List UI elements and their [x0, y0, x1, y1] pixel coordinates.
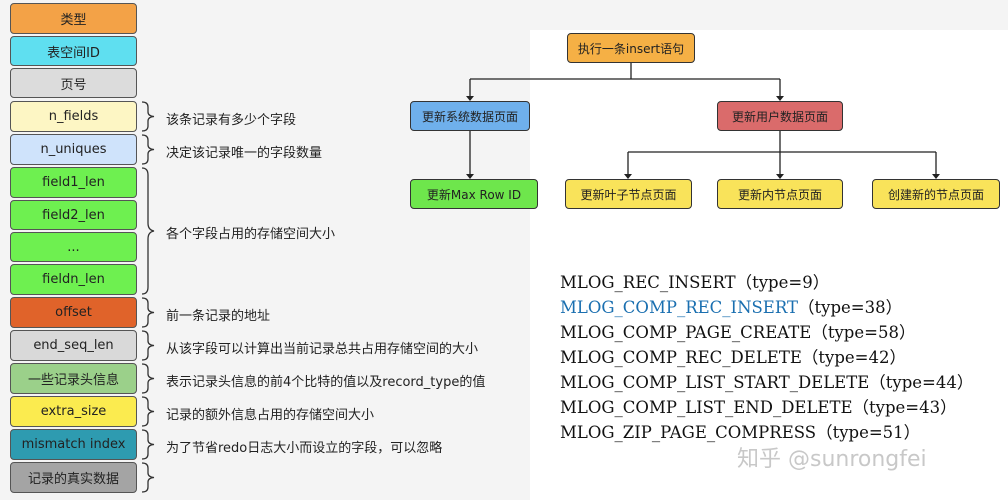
note-n-uniques: 决定该记录唯一的字段数量 [166, 146, 323, 161]
watermark: 知乎 @sunrongfei [737, 447, 927, 472]
mlog-item: MLOG_COMP_LIST_START_DELETE（type=44） [560, 370, 973, 395]
mlog-type-value: （type=44） [869, 373, 974, 392]
field-ellipsis: ... [10, 232, 137, 262]
right-panel [530, 0, 1008, 500]
brace-end-seq-len [141, 330, 155, 361]
field-page-no: 页号 [10, 68, 137, 98]
field-extra-size: extra_size [10, 396, 137, 427]
mlog-item: MLOG_COMP_LIST_END_DELETE（type=43） [560, 395, 973, 420]
brace-n-uniques [141, 134, 155, 165]
tree-node-system-page: 更新系统数据页面 [410, 101, 530, 131]
note-n-fields: 该条记录有多少个字段 [166, 113, 297, 128]
note-record-header: 表示记录头信息的前4个比特的值以及record_type的值 [166, 375, 486, 390]
note-field-lens: 各个字段占用的存储空间大小 [166, 227, 336, 242]
mlog-code: MLOG_COMP_REC_DELETE [560, 348, 802, 367]
tree-node-new-page: 创建新的节点页面 [872, 179, 1000, 209]
mlog-type-value: （type=42） [801, 348, 906, 367]
brace-record-header [141, 363, 155, 394]
brace-n-fields [141, 101, 155, 132]
mlog-item: MLOG_COMP_REC_INSERT（type=38） [560, 295, 973, 320]
mlog-type-value: （type=43） [852, 398, 957, 417]
field-fieldn-len: fieldn_len [10, 264, 137, 295]
mlog-item: MLOG_COMP_PAGE_CREATE（type=58） [560, 320, 973, 345]
brace-mismatch-index [141, 429, 155, 460]
field-space-id: 表空间ID [10, 36, 137, 66]
mlog-code: MLOG_ZIP_PAGE_COMPRESS [560, 423, 817, 442]
note-mismatch-index: 为了节省redo日志大小而设立的字段，可以忽略 [166, 441, 443, 456]
field-offset: offset [10, 297, 137, 328]
mlog-type-list: MLOG_REC_INSERT（type=9） MLOG_COMP_REC_IN… [560, 270, 973, 445]
mlog-code: MLOG_COMP_PAGE_CREATE [560, 323, 812, 342]
field-field2-len: field2_len [10, 200, 137, 230]
mlog-code: MLOG_COMP_LIST_END_DELETE [560, 398, 853, 417]
mlog-code-highlighted: MLOG_COMP_REC_INSERT [560, 298, 798, 317]
note-end-seq-len: 从该字段可以计算出当前记录总共占用存储空间的大小 [166, 342, 479, 357]
tree-node-max-row-id: 更新Max Row ID [410, 179, 538, 209]
mlog-item: MLOG_REC_INSERT（type=9） [560, 270, 973, 295]
brace-extra-size [141, 396, 155, 427]
field-real-data: 记录的真实数据 [10, 462, 137, 493]
field-field1-len: field1_len [10, 167, 137, 198]
tree-node-user-page: 更新用户数据页面 [717, 101, 843, 131]
field-mismatch-index: mismatch index [10, 429, 137, 460]
tree-node-internal-page: 更新内节点页面 [717, 179, 843, 209]
field-n-fields: n_fields [10, 101, 137, 132]
field-end-seq-len: end_seq_len [10, 330, 137, 361]
field-n-uniques: n_uniques [10, 134, 137, 165]
mlog-type-value: （type=58） [811, 323, 916, 342]
tree-root-node: 执行一条insert语句 [567, 33, 695, 63]
mlog-item: MLOG_COMP_REC_DELETE（type=42） [560, 345, 973, 370]
mlog-code: MLOG_REC_INSERT [560, 273, 736, 292]
mlog-type-value: （type=51） [816, 423, 921, 442]
brace-field-lens [141, 167, 155, 295]
right-top-strip [530, 0, 1008, 30]
note-offset: 前一条记录的地址 [166, 309, 271, 324]
tree-node-leaf-page: 更新叶子节点页面 [565, 179, 692, 209]
note-extra-size: 记录的额外信息占用的存储空间大小 [166, 408, 375, 423]
field-record-header-info: 一些记录头信息 [10, 363, 137, 394]
mlog-type-value: （type=38） [798, 298, 903, 317]
mlog-code: MLOG_COMP_LIST_START_DELETE [560, 373, 870, 392]
mlog-type-value: （type=9） [735, 273, 830, 292]
brace-real-data [141, 462, 155, 493]
field-type: 类型 [10, 3, 137, 34]
mlog-item: MLOG_ZIP_PAGE_COMPRESS（type=51） [560, 420, 973, 445]
brace-offset [141, 297, 155, 328]
